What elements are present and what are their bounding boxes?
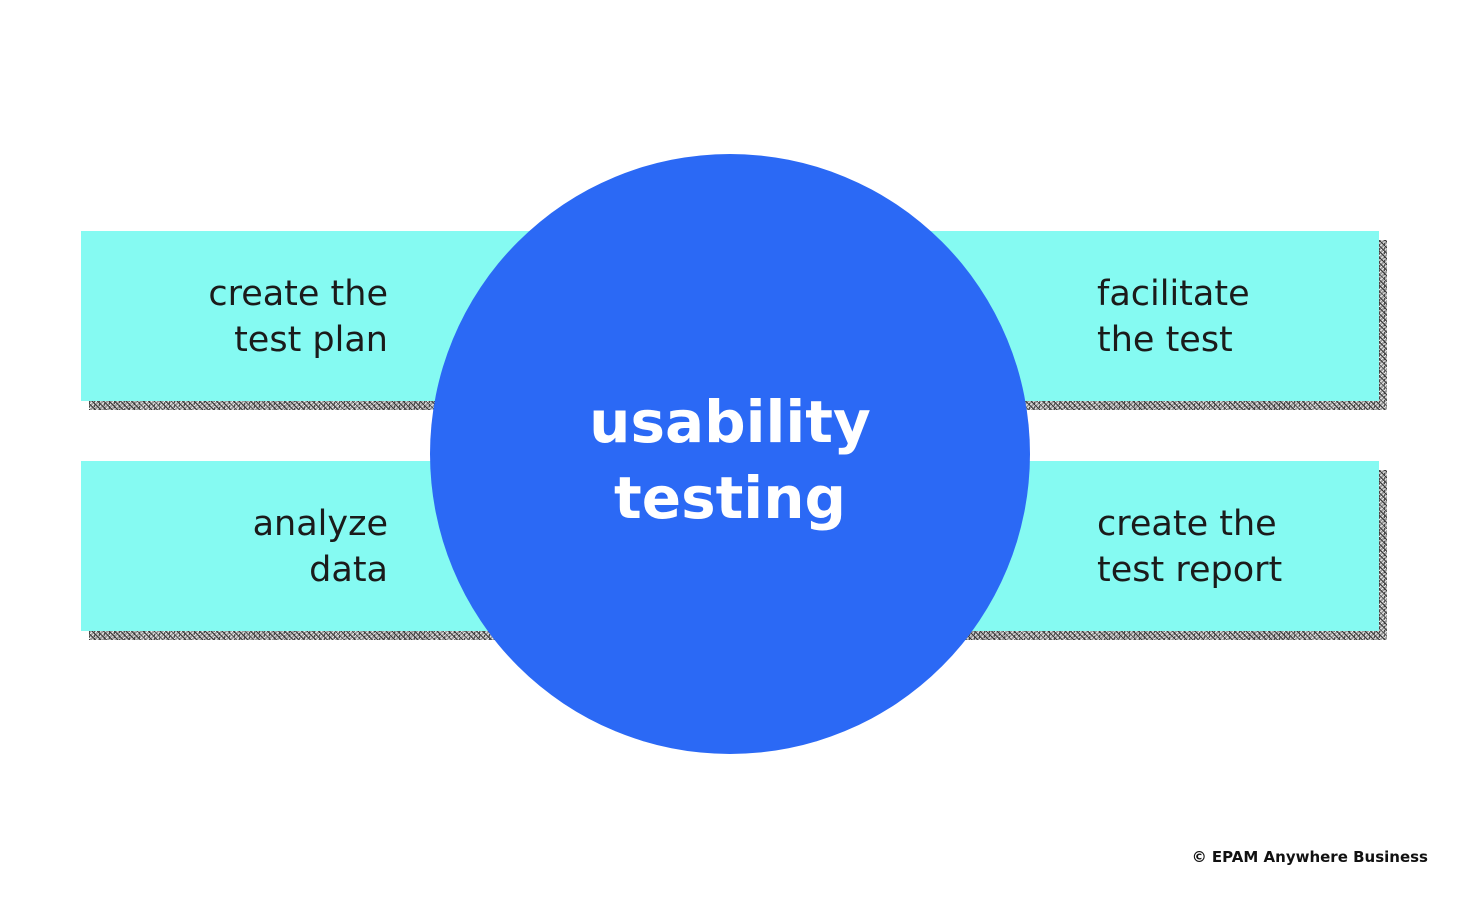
step-line: create the xyxy=(208,274,388,314)
step-create-test-report: create the test report xyxy=(1097,501,1282,593)
center-title: usability testing xyxy=(430,384,1030,536)
step-analyze-data: analyze data xyxy=(253,501,388,593)
center-title-line: testing xyxy=(614,464,846,532)
step-line: test report xyxy=(1097,550,1283,590)
step-line: analyze xyxy=(252,504,388,544)
step-line: create the xyxy=(1097,504,1277,544)
step-line: data xyxy=(309,550,388,590)
step-facilitate-test: facilitate the test xyxy=(1097,271,1250,363)
step-line: test plan xyxy=(234,320,388,360)
center-title-line: usability xyxy=(589,388,871,456)
copyright-notice: © EPAM Anywhere Business xyxy=(1191,848,1428,866)
step-line: the test xyxy=(1097,320,1233,360)
step-line: facilitate xyxy=(1097,274,1250,314)
step-create-test-plan: create the test plan xyxy=(208,271,388,363)
center-circle xyxy=(430,154,1030,754)
